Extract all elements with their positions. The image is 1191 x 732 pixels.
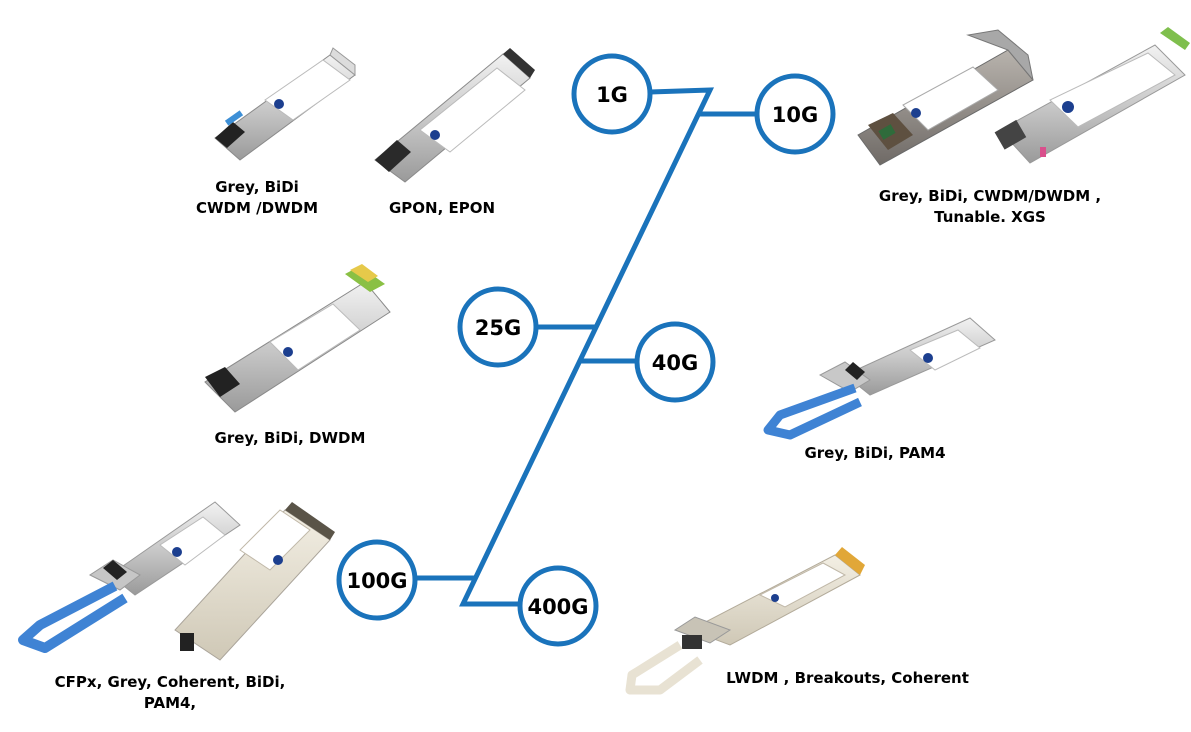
node-400g: 400G: [517, 565, 599, 647]
caption-line: PAM4,: [143, 694, 197, 712]
caption-line: Grey, BiDi, CWDM/DWDM ,: [878, 187, 1102, 205]
node-label: 400G: [527, 595, 588, 619]
brand-logo-icon: [283, 347, 293, 357]
node-100g: 100G: [336, 539, 418, 621]
node-label: 10G: [772, 103, 818, 127]
caption-40g: Grey, BiDi, PAM4: [770, 443, 980, 464]
cfp2-module-image: [174, 502, 335, 661]
sfp-plus-module-image: [374, 48, 535, 183]
caption-line: LWDM , Breakouts, Coherent: [726, 669, 969, 687]
node-10g: 10G: [754, 73, 836, 155]
brand-logo-icon: [1062, 101, 1074, 113]
sfp-module-image: [214, 47, 356, 161]
qsfp-plus-module-image: [763, 317, 996, 440]
sfp28-module-image: [204, 264, 391, 413]
caption-1g-sfp: Grey, BiDi CWDM /DWDM: [172, 177, 342, 219]
node-40g: 40G: [634, 321, 716, 403]
caption-line: Tunable. XGS: [934, 208, 1046, 226]
node-25g: 25G: [457, 286, 539, 368]
node-label: 40G: [652, 351, 698, 375]
caption-100g: CFPx, Grey, Coherent, BiDi, PAM4,: [10, 672, 330, 714]
sfp-gpon-module-image: [857, 29, 1034, 166]
node-label: 25G: [475, 316, 521, 340]
caption-400g: LWDM , Breakouts, Coherent: [705, 668, 990, 689]
caption-line: Grey, BiDi, DWDM: [214, 429, 366, 447]
brand-logo-icon: [911, 108, 921, 118]
brand-logo-icon: [274, 99, 284, 109]
qsfp-dd-module-image: [625, 547, 865, 695]
brand-logo-icon: [430, 130, 440, 140]
caption-line: CWDM /DWDM: [195, 199, 318, 217]
qsfp28-module-image: [18, 501, 241, 653]
node-label: 1G: [596, 83, 628, 107]
node-1g: 1G: [571, 53, 653, 135]
node-label: 100G: [346, 569, 407, 593]
caption-line: Grey, BiDi, PAM4: [804, 444, 946, 462]
caption-1g-pon: GPON, EPON: [362, 198, 522, 219]
caption-line: GPON, EPON: [388, 199, 496, 217]
brand-logo-icon: [923, 353, 933, 363]
caption-line: Grey, BiDi: [215, 178, 299, 196]
caption-25g: Grey, BiDi, DWDM: [190, 428, 390, 449]
brand-logo-icon: [273, 555, 283, 565]
trunk-line: [459, 87, 715, 607]
caption-10g: Grey, BiDi, CWDM/DWDM , Tunable. XGS: [850, 186, 1130, 228]
connector-lines: [415, 87, 757, 607]
caption-line: CFPx, Grey, Coherent, BiDi,: [54, 673, 286, 691]
brand-logo-icon: [771, 594, 779, 602]
brand-logo-icon: [172, 547, 182, 557]
xfp-module-image: [994, 27, 1190, 164]
